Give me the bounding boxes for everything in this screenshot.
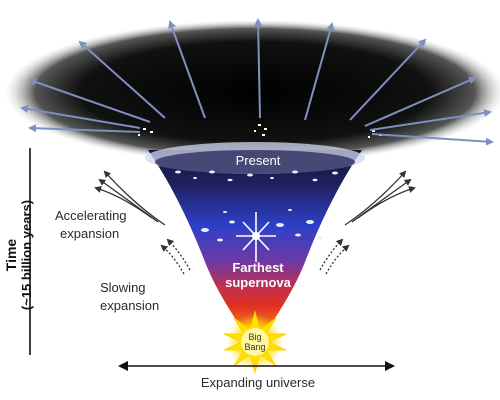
- present-universe-disc: [5, 20, 500, 164]
- farthest-supernova-label-line1: Farthest: [232, 260, 284, 275]
- slowing-label-line2: expansion: [100, 298, 159, 313]
- arrow-icon: [304, 22, 335, 121]
- time-label-line1: Time: [3, 239, 19, 272]
- arrow-icon: [168, 20, 206, 119]
- universe-cone: [148, 150, 362, 340]
- starburst-icon: [223, 310, 287, 374]
- cone-rim-inner: [155, 150, 355, 174]
- arrow-icon: [369, 108, 492, 131]
- arrow-icon: [20, 105, 141, 129]
- slowing-arrows-left: [160, 238, 191, 275]
- arrow-icon: [78, 40, 166, 119]
- slowing-label-line1: Slowing: [100, 280, 146, 295]
- accelerating-arrows-left: [94, 170, 166, 226]
- arrow-icon: [254, 18, 263, 119]
- accelerating-label-line2: expansion: [60, 226, 119, 241]
- arrow-icon: [28, 78, 151, 123]
- big-bang-label-line2: Bang: [244, 342, 265, 352]
- farthest-supernova-label-line2: supernova: [225, 275, 292, 290]
- present-label: Present: [236, 153, 281, 168]
- arrow-icon: [364, 76, 477, 127]
- accelerating-arrows-right: [344, 170, 416, 226]
- sparkle-icon: [236, 212, 276, 262]
- galaxy-cluster: [175, 170, 338, 242]
- arrow-icon: [349, 38, 427, 121]
- time-label-line2: (~15 billion years): [19, 200, 34, 310]
- slowing-arrows-right: [319, 238, 350, 275]
- arrow-icon: [371, 133, 494, 146]
- expansion-arrows: [20, 18, 494, 146]
- big-bang-label-line1: Big: [248, 332, 261, 342]
- accelerating-label-line1: Accelerating: [55, 208, 127, 223]
- expanding-universe-label: Expanding universe: [201, 375, 315, 390]
- expanding-universe-arrow: [118, 361, 395, 371]
- arrow-icon: [28, 124, 141, 133]
